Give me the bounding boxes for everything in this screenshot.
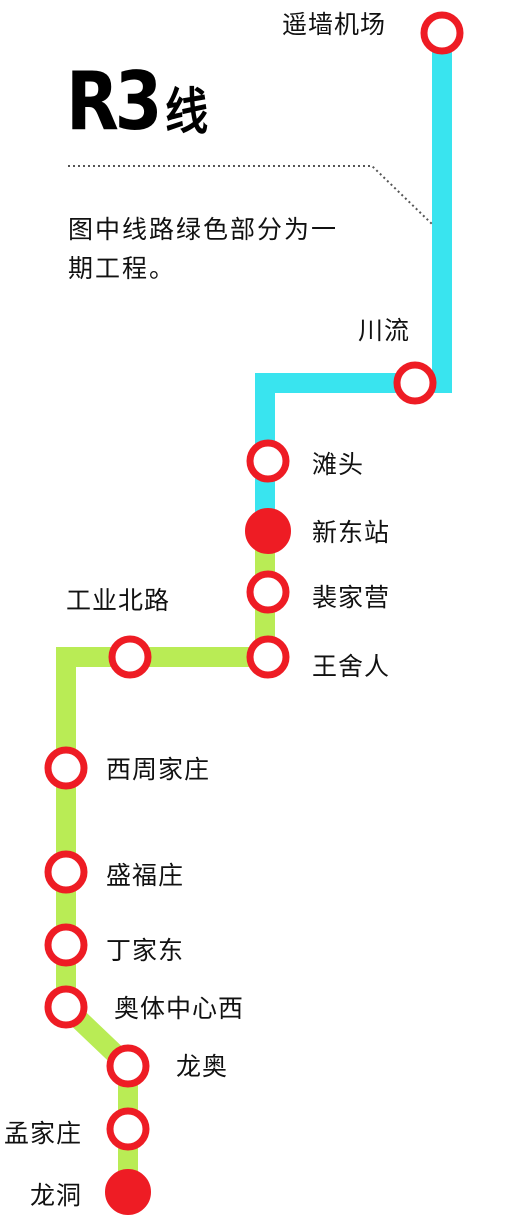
station-label: 川流 (358, 316, 411, 345)
station-marker (105, 1169, 151, 1215)
station-marker (246, 570, 290, 614)
line-title-suffix: 线 (165, 83, 209, 141)
station-marker (106, 1107, 150, 1151)
station-marker (245, 508, 291, 554)
station-label: 奥体中心西 (114, 994, 245, 1023)
station-marker (44, 746, 88, 790)
station-label: 盛福庄 (106, 861, 185, 890)
station-label: 新东站 (312, 518, 391, 547)
station-label: 滩头 (312, 450, 365, 479)
phase-note: 图中线路绿色部分为一期工程。 (68, 215, 339, 283)
station-marker (393, 361, 437, 405)
line-title-main: R3 (66, 55, 163, 148)
station-marker (108, 635, 152, 679)
route-line-phase-one (56, 528, 275, 1192)
leader-line (68, 165, 433, 225)
station-label: 工业北路 (66, 586, 171, 615)
station-marker (246, 635, 290, 679)
station-label: 孟家庄 (4, 1119, 83, 1148)
station-marker (420, 11, 464, 55)
station-label: 龙奥 (176, 1052, 229, 1081)
station-marker (44, 985, 88, 1029)
station-label: 丁家东 (106, 936, 185, 965)
station-marker (246, 439, 290, 483)
station-label: 遥墙机场 (282, 10, 387, 39)
station-label: 裴家营 (312, 583, 391, 612)
station-marker (106, 1044, 150, 1088)
station-marker (44, 850, 88, 894)
station-marker (44, 923, 88, 967)
station-label: 王舍人 (312, 652, 391, 681)
station-label: 西周家庄 (106, 755, 211, 784)
station-label: 龙洞 (30, 1181, 83, 1210)
